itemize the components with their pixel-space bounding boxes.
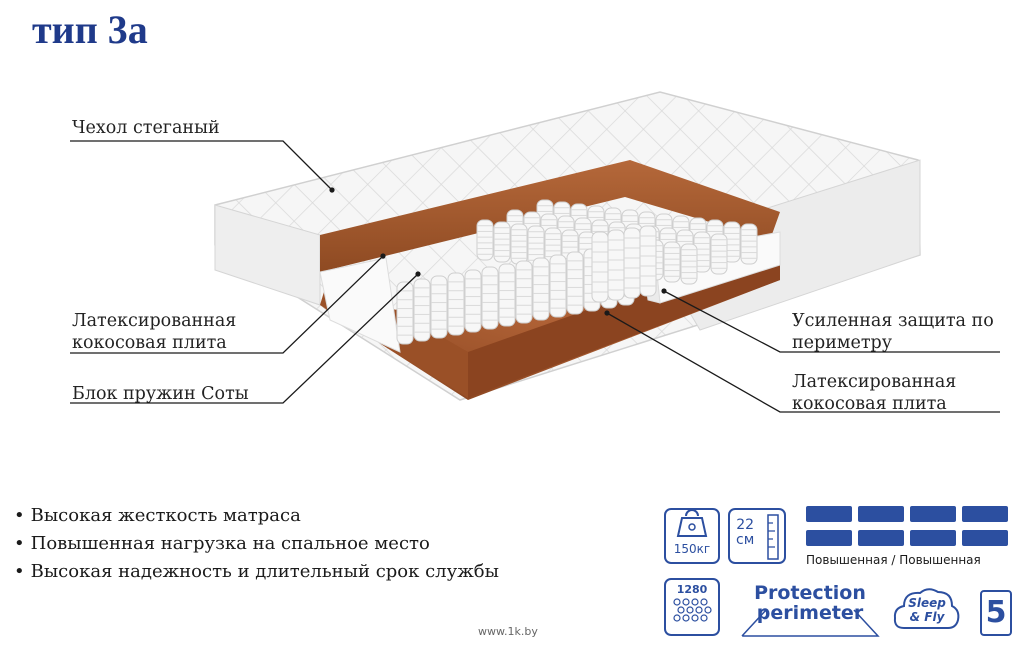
- firmness-label: Повышенная / Повышенная: [806, 553, 981, 567]
- spring-coil: [476, 219, 494, 261]
- spring-coil: [464, 269, 482, 333]
- spring-count-value: 1280: [676, 583, 708, 596]
- firmness-bar: [858, 530, 904, 546]
- callout-perimeter-2: периметру: [792, 333, 893, 353]
- cloud-icon: [893, 588, 960, 629]
- weight-icon: [676, 509, 708, 537]
- sleep-line1: Sleep: [908, 596, 946, 610]
- max-load-badge: 150кг: [664, 508, 720, 564]
- feature-item: Повышенная нагрузка на спальное место: [14, 530, 499, 558]
- callout-latex-coir-left-1: Латексированная: [72, 311, 237, 331]
- spring-block: [396, 199, 758, 345]
- warranty-badge: 5: [980, 590, 1012, 636]
- spring-coil: [481, 266, 499, 330]
- protection-perimeter-badge: Protection perimeter: [740, 584, 880, 640]
- height-badge: 22 см: [728, 508, 786, 564]
- callout-latex-coir-right-1: Латексированная: [792, 372, 957, 392]
- spring-coil: [532, 257, 550, 321]
- height-value: 22: [736, 517, 755, 533]
- height-unit: см: [736, 532, 755, 548]
- spring-coil: [549, 254, 567, 318]
- spring-coil: [591, 231, 609, 303]
- callout-perimeter-1: Усиленная защита по: [792, 311, 994, 331]
- spring-coil: [566, 251, 584, 315]
- spring-coil: [710, 233, 728, 275]
- sleep-line2: & Fly: [909, 610, 945, 624]
- spring-coil: [623, 227, 641, 299]
- spring-coil: [493, 221, 511, 263]
- firmness-bar: [806, 530, 852, 546]
- callout-cover: Чехол стеганый: [72, 118, 220, 138]
- protection-line1: Protection: [754, 582, 866, 604]
- spring-coil: [639, 225, 657, 297]
- page-title: тип 3а: [32, 7, 148, 52]
- leader-dots: [329, 187, 667, 316]
- spring-coil: [740, 223, 758, 265]
- firmness-bar: [858, 506, 904, 522]
- spring-coil: [680, 243, 698, 285]
- spring-count-badge: 1280: [664, 578, 720, 636]
- springs-icon: [673, 598, 712, 622]
- feature-item: Высокая жесткость матраса: [14, 502, 499, 530]
- callout-latex-coir-left-2: кокосовая плита: [72, 333, 227, 353]
- firmness-bar: [910, 506, 956, 522]
- spring-coil: [447, 272, 465, 336]
- ruler-icon: [767, 514, 779, 560]
- callout-spring-block: Блок пружин Соты: [72, 384, 249, 404]
- spring-coil: [510, 223, 528, 265]
- spring-coil: [515, 260, 533, 324]
- sleep-fly-badge: Sleep & Fly: [892, 584, 962, 636]
- spring-coil: [430, 275, 448, 339]
- firmness-bar: [962, 506, 1008, 522]
- perimeter-outline-icon: [741, 609, 880, 637]
- spring-coil: [413, 278, 431, 342]
- leader-lines: [70, 140, 1000, 413]
- warranty-years: 5: [985, 595, 1007, 630]
- firmness-bar: [962, 530, 1008, 546]
- footer-watermark: www.1k.by: [478, 625, 538, 638]
- callout-latex-coir-right-2: кокосовая плита: [792, 394, 947, 414]
- spring-coil: [607, 229, 625, 301]
- max-load-value: 150кг: [673, 542, 711, 556]
- firmness-scale: [806, 506, 1008, 546]
- spring-coil: [396, 281, 414, 345]
- firmness-bar: [910, 530, 956, 546]
- feature-item: Высокая надежность и длительный срок слу…: [14, 558, 499, 586]
- spring-coil: [498, 263, 516, 327]
- spring-coil: [663, 241, 681, 283]
- feature-list: Высокая жесткость матраса Повышенная наг…: [14, 502, 499, 586]
- spring-coil: [723, 221, 741, 263]
- protection-line2: perimeter: [756, 602, 864, 624]
- firmness-bar: [806, 506, 852, 522]
- top-coir-slab: [320, 160, 780, 272]
